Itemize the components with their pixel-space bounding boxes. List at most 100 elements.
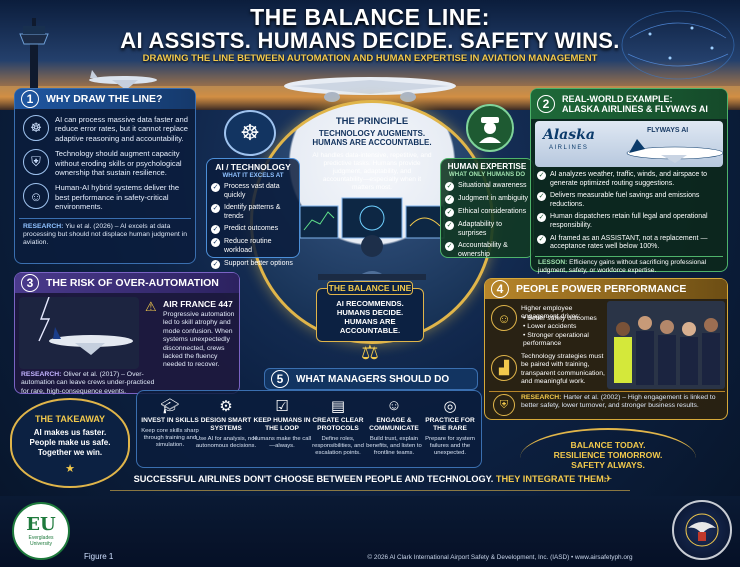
clipboard-icon: ▤ xyxy=(330,398,346,415)
why-research-text: Yiu et al. (2026) – AI excels at data pr… xyxy=(23,222,187,247)
brain-icon: ☸ xyxy=(224,110,276,156)
managers-panel: 🎓︎ INVEST IN SKILLS Keep core skills sha… xyxy=(136,390,482,468)
people-intro: Higher employee engagement drives: xyxy=(521,305,581,321)
balance-line-box: THE BALANCE LINE AI RECOMMENDS. HUMANS D… xyxy=(316,281,424,342)
alaska-airplane-icon xyxy=(626,139,724,163)
check-icon: ✓ xyxy=(537,171,546,180)
footer xyxy=(0,496,740,567)
growth-chart-icon: ▟ xyxy=(491,355,517,381)
why-item-3: ☺ Human-AI hybrid systems deliver the be… xyxy=(23,183,189,211)
people-research-text: Harter et al. (2002) – High engagement i… xyxy=(521,394,716,410)
shield-icon: ⛨ xyxy=(493,394,515,416)
manager-action: ☺ ENGAGE & COMMUNICATE Build trust, expl… xyxy=(363,397,425,457)
people-header: 4 PEOPLE POWER PERFORMANCE xyxy=(485,279,727,299)
check-icon: ✓ xyxy=(537,234,546,244)
shield-icon: ⛨ xyxy=(23,149,49,176)
ai-tech-subtitle: WHAT IT EXCELS AT xyxy=(222,172,284,179)
check-icon: ✓ xyxy=(537,213,546,223)
human-subtitle: WHAT ONLY HUMANS DO xyxy=(448,171,526,178)
risk-research: RESEARCH: Oliver et al. (2017) – Over-au… xyxy=(21,371,161,396)
eagle-icon xyxy=(685,513,719,547)
check-icon: ✓ xyxy=(537,192,546,202)
check-icon: ✓ xyxy=(211,259,220,269)
example-title-line-1: REAL-WORLD EXAMPLE: xyxy=(562,93,673,104)
control-tower-icon xyxy=(19,18,49,108)
airplane-left-icon xyxy=(89,70,157,90)
managers-number: 5 xyxy=(271,370,289,388)
balance-line-1: AI RECOMMENDS. xyxy=(336,299,404,308)
risk-header: 3 THE RISK OF OVER-AUTOMATION xyxy=(15,273,239,293)
risk-title: THE RISK OF OVER-AUTOMATION xyxy=(46,277,219,289)
check-icon: ✓ xyxy=(211,238,220,248)
crew-photo xyxy=(607,301,725,389)
principle-line-2: HUMANS ARE ACCOUNTABLE. xyxy=(312,138,432,147)
copyright: © 2026 Al Clark International Airport Sa… xyxy=(367,554,633,561)
ai-tech-title: AI / TECHNOLOGY xyxy=(215,162,291,172)
manager-action: ☑ KEEP HUMANS IN THE LOOP Humans make th… xyxy=(252,398,312,449)
managers-title: WHAT MANAGERS SHOULD DO xyxy=(296,373,450,385)
ai-tech-item: ✓Process vast data quickly xyxy=(211,183,280,199)
manager-action: 🎓︎ INVEST IN SKILLS Keep core skills sha… xyxy=(139,397,201,449)
people-list: • Better safety outcomes • Lower acciden… xyxy=(523,315,611,349)
example-title-line-2: ALASKA AIRLINES & FLYWAYS AI xyxy=(562,104,708,114)
check-icon: ✓ xyxy=(211,225,220,235)
risk-research-text: Oliver et al. (2017) – Over-automation c… xyxy=(21,371,155,395)
human-item: ✓Accountability & ownership xyxy=(445,242,508,258)
people-research: RESEARCH: Harter et al. (2002) – High en… xyxy=(521,394,721,411)
check-icon: ✓ xyxy=(445,182,454,191)
title-line-1: THE BALANCE LINE: xyxy=(250,4,490,30)
airplane-center-icon xyxy=(284,77,456,102)
human-item: ✓Ethical considerations xyxy=(445,208,527,217)
human-item: ✓Situational awareness xyxy=(445,182,527,191)
alaska-logo: Alaska xyxy=(543,127,595,143)
why-item-1: ☸ AI can process massive data faster and… xyxy=(23,115,189,143)
ai-tech-panel: AI / TECHNOLOGY WHAT IT EXCELS AT ✓Proce… xyxy=(206,158,300,269)
example-lesson: LESSON: Efficiency gains without sacrifi… xyxy=(535,255,723,275)
lesson-label: LESSON: xyxy=(538,258,568,266)
team-icon: ☺ xyxy=(23,183,49,210)
person-check-icon: ☑ xyxy=(275,398,289,415)
principle-body: AI handles data-intensive, repetitive, a… xyxy=(312,152,432,191)
why-item-text: AI can process massive data faster and r… xyxy=(55,115,188,143)
human-item: ✓Adaptability to surprises xyxy=(445,221,502,237)
people-title: PEOPLE POWER PERFORMANCE xyxy=(516,283,687,295)
takeaway-title: THE TAKEAWAY xyxy=(34,414,105,424)
everglades-university-seal: EU Everglades University xyxy=(12,502,70,560)
iasd-seal xyxy=(672,500,732,560)
why-item-text: Human-AI hybrid systems deliver the best… xyxy=(55,183,180,212)
banner-white-text: SUCCESSFUL AIRLINES DON'T CHOOSE BETWEEN… xyxy=(133,474,494,484)
risk-number: 3 xyxy=(21,274,39,292)
balance-line-3: HUMANS ARE ACCOUNTABLE. xyxy=(339,317,401,335)
slogan-line-2: RESILIENCE TOMORROW. xyxy=(553,450,663,460)
ai-tech-item: ✓Predict outcomes xyxy=(211,225,279,235)
ai-tech-item: ✓Identify patterns & trends xyxy=(211,204,281,220)
risk-research-label: RESEARCH: xyxy=(21,371,62,378)
example-item: ✓Human dispatchers retain full legal and… xyxy=(537,213,708,229)
why-research: RESEARCH: Yiu et al. (2026) – AI excels … xyxy=(19,217,191,248)
why-panel: 1 WHY DRAW THE LINE? ☸ AI can process ma… xyxy=(14,88,196,264)
example-item: ✓Delivers measurable fuel savings and em… xyxy=(537,192,700,208)
check-icon: ✓ xyxy=(445,208,454,217)
gear-icon: ⚙ xyxy=(219,398,233,415)
people-research-label: RESEARCH: xyxy=(521,394,562,401)
managers-header: 5 WHAT MANAGERS SHOULD DO xyxy=(264,368,478,390)
storm-airplane-illustration xyxy=(19,297,139,369)
principle-line-1: TECHNOLOGY AUGMENTS. xyxy=(318,129,426,138)
why-title: WHY DRAW THE LINE? xyxy=(46,93,163,105)
example-number: 2 xyxy=(537,95,555,113)
seal-letters: EU xyxy=(26,513,56,535)
human-title: HUMAN EXPERTISE xyxy=(447,162,527,171)
star-icon: ★ xyxy=(65,463,75,475)
takeaway-badge: THE TAKEAWAY AI makes us faster. People … xyxy=(10,398,130,488)
warning-icon: ⚠ xyxy=(145,299,157,314)
why-item-2: ⛨ Technology should augment capacity wit… xyxy=(23,149,189,177)
scales-icon: ⚖ xyxy=(361,342,379,364)
why-number: 1 xyxy=(21,90,39,108)
group-icon: ☺ xyxy=(386,397,402,414)
lesson-text: Efficiency gains without sacrificing pro… xyxy=(538,258,707,274)
check-icon: ✓ xyxy=(445,195,454,204)
check-icon: ✓ xyxy=(211,204,220,214)
people-item: • Stronger operational performance xyxy=(523,331,589,348)
risk-panel: 3 THE RISK OF OVER-AUTOMATION ⚠ AIR FRAN… xyxy=(14,272,240,396)
alaska-logo-sub: AIRLINES xyxy=(549,145,589,151)
